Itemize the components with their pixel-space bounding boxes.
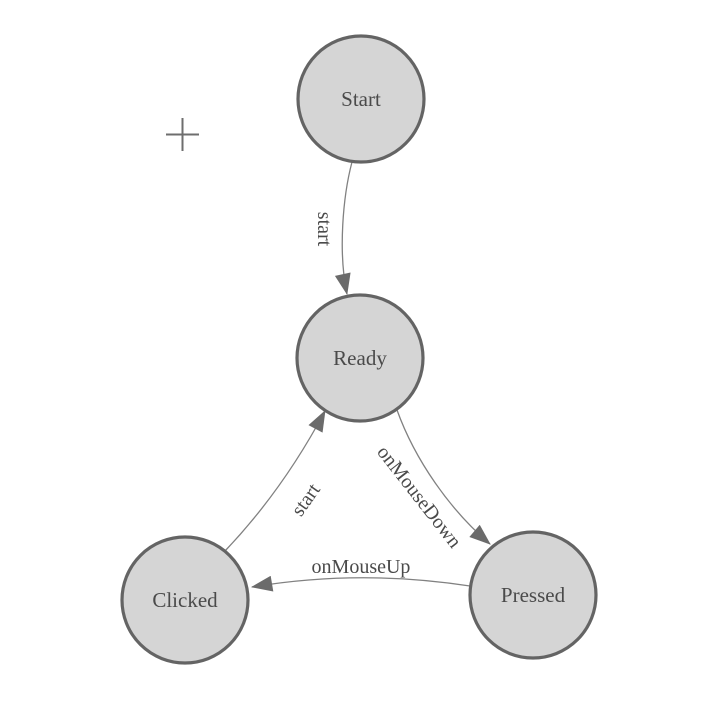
state-node-clicked[interactable]: Clicked xyxy=(120,535,250,665)
transition-label-start-bottom: start xyxy=(287,479,325,520)
state-node-ready[interactable]: Ready xyxy=(295,293,425,423)
transition-ready-to-pressed[interactable] xyxy=(396,409,491,545)
state-node-start[interactable]: Start xyxy=(296,34,426,164)
state-node-pressed[interactable]: Pressed xyxy=(468,530,598,660)
transition-start-to-ready[interactable] xyxy=(334,161,353,296)
transition-pressed-to-clicked[interactable] xyxy=(250,575,471,592)
state-circle-clicked[interactable] xyxy=(120,535,250,665)
state-circle-ready[interactable] xyxy=(295,293,425,423)
transition-label-start-top: start xyxy=(313,212,335,247)
state-circle-start[interactable] xyxy=(296,34,426,164)
transition-label-onmouseup: onMouseUp xyxy=(312,556,411,578)
state-circle-pressed[interactable] xyxy=(468,530,598,660)
transition-clicked-to-ready[interactable] xyxy=(224,410,326,552)
crosshair-icon xyxy=(166,118,199,151)
